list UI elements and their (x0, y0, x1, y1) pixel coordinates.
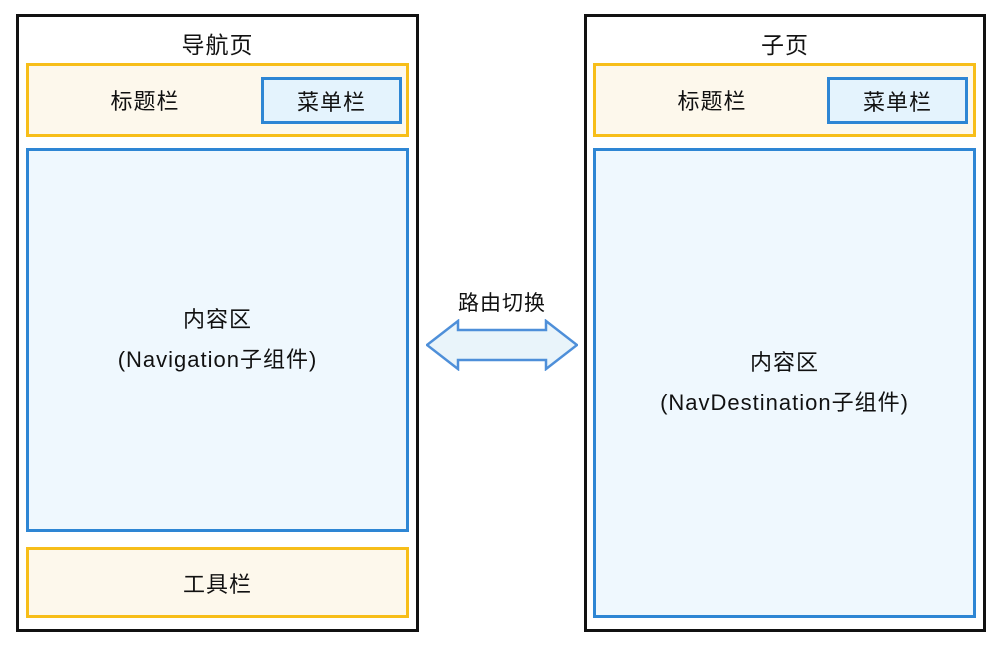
route-switch-label: 路由切换 (458, 292, 546, 315)
title-bar-label: 标题栏 (110, 89, 180, 114)
panel-title: 子页 (761, 32, 809, 58)
menu-bar: 菜单栏 (261, 77, 402, 124)
content-line2: (NavDestination子组件) (660, 390, 909, 415)
subpage-panel: 子页 标题栏 菜单栏 内容区 (NavDestination子组件) (584, 14, 986, 632)
title-bar-label: 标题栏 (677, 89, 747, 114)
content-line1: 内容区 (182, 307, 252, 332)
toolbar: 工具栏 (26, 547, 409, 618)
navigation-page-panel: 导航页 标题栏 菜单栏 内容区 (Navigation子组件) 工具栏 (16, 14, 419, 632)
content-area: 内容区 (NavDestination子组件) (593, 148, 976, 618)
title-bar: 标题栏 菜单栏 (26, 63, 409, 137)
double-arrow-icon (426, 319, 578, 371)
content-line2: (Navigation子组件) (117, 347, 318, 372)
toolbar-label: 工具栏 (182, 571, 252, 597)
menu-bar-label: 菜单栏 (862, 89, 932, 115)
panel-title: 导航页 (181, 32, 254, 58)
menu-bar-label: 菜单栏 (296, 89, 366, 115)
content-line1: 内容区 (749, 350, 819, 375)
menu-bar: 菜单栏 (827, 77, 968, 124)
content-area: 内容区 (Navigation子组件) (26, 148, 409, 532)
title-bar: 标题栏 菜单栏 (593, 63, 976, 137)
